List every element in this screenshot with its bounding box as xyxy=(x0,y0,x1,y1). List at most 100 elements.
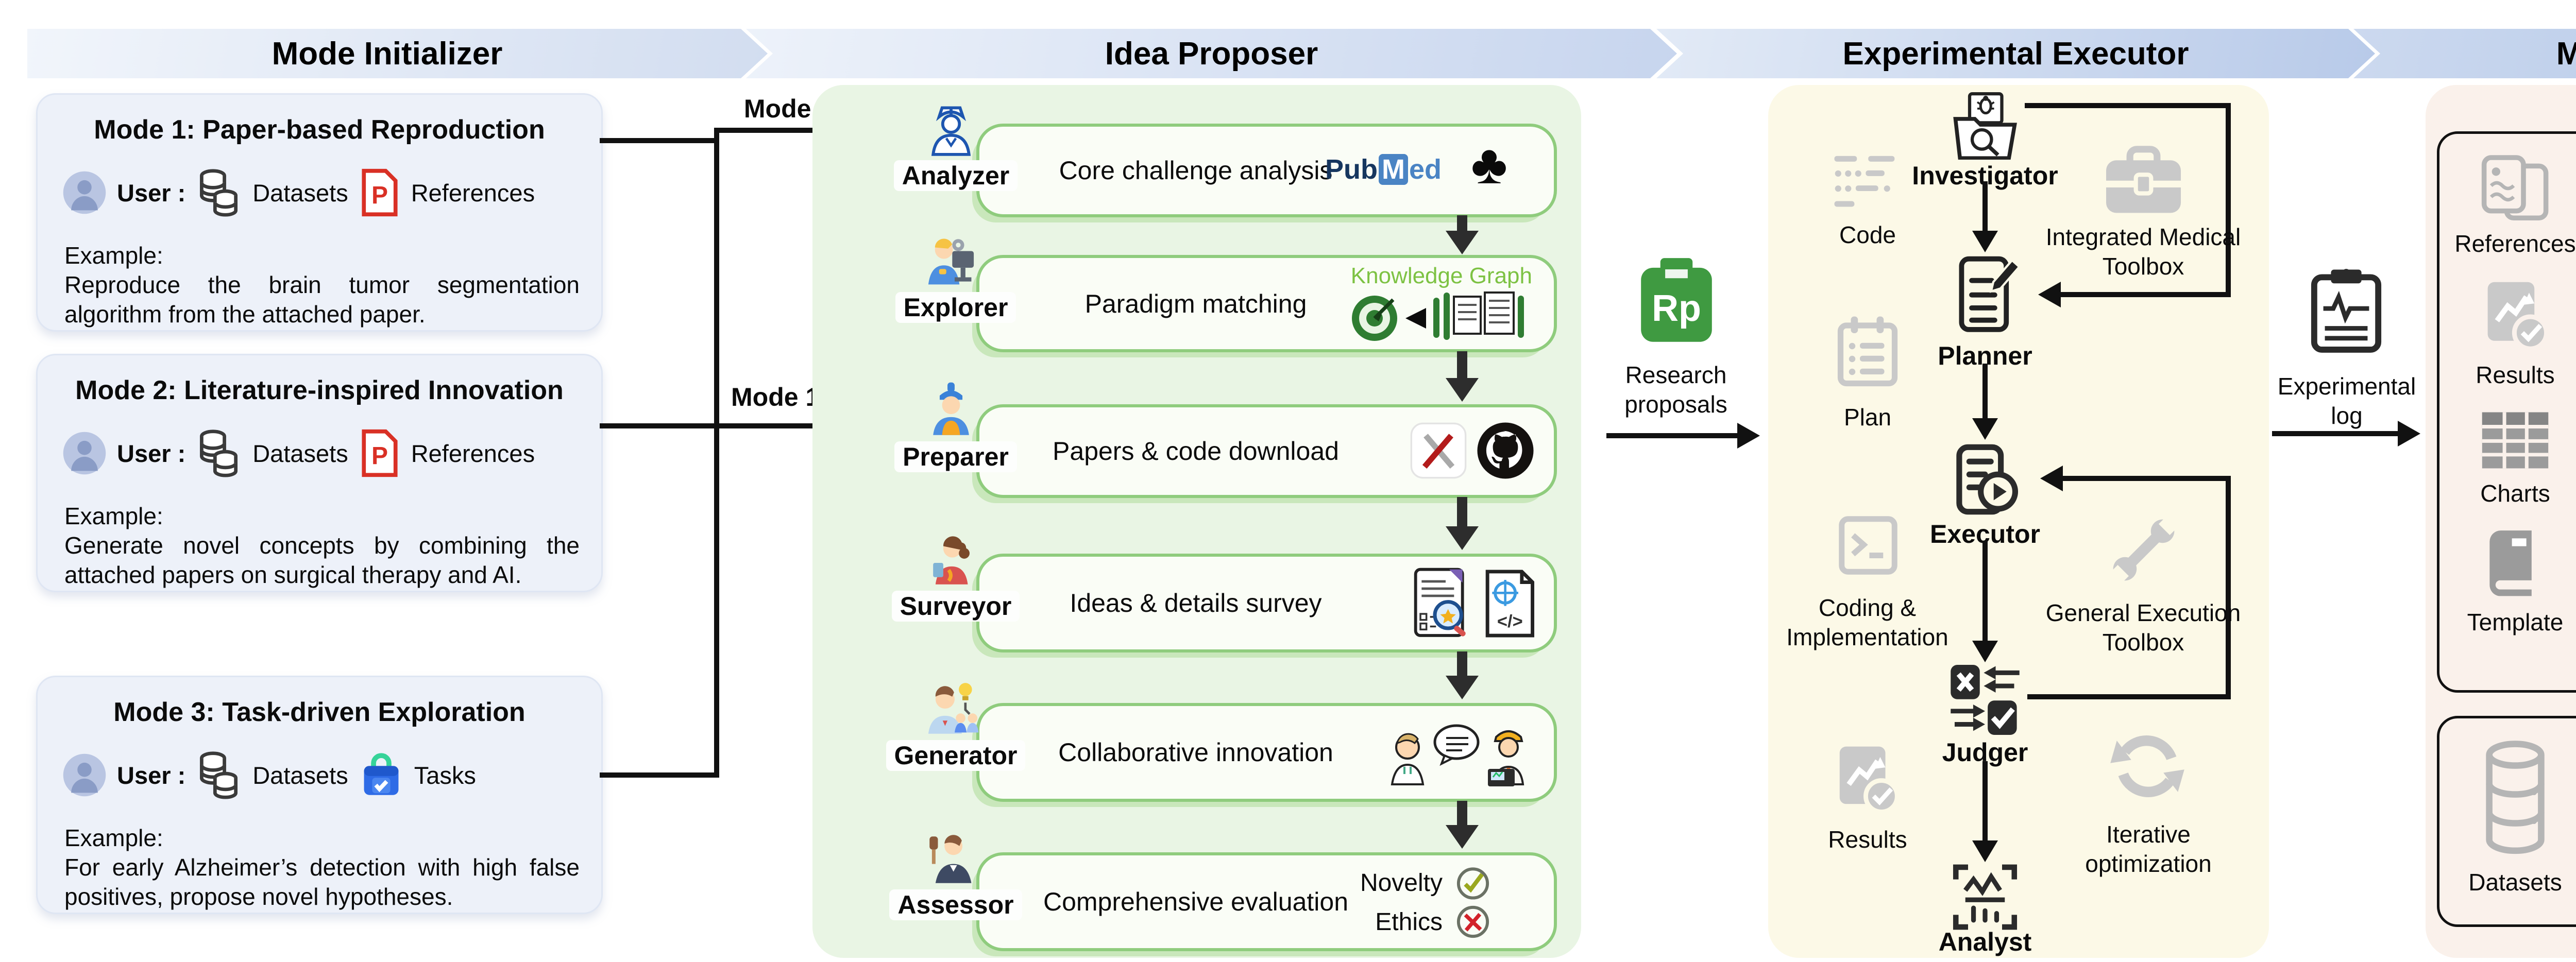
collaboration-icons xyxy=(1391,724,1524,786)
datasets-box xyxy=(2437,716,2576,927)
stage-banner-manuscript-composer: Manuscript Composer xyxy=(2353,29,2576,78)
example-label: Example: xyxy=(64,824,163,851)
stage-banner-experimental-executor: Experimental Executor xyxy=(1656,29,2375,78)
assets-box xyxy=(2437,131,2576,693)
datasets-gray-icon xyxy=(2486,741,2545,854)
flow-arrow xyxy=(1457,497,1467,529)
blueprint-code-doc-icon: </> xyxy=(1485,570,1534,638)
user-label: User : xyxy=(117,439,186,467)
research-proposals-arrow-head xyxy=(1737,423,1760,449)
experimental-log-label: Experimental log xyxy=(2277,373,2416,429)
user-avatar-icon xyxy=(63,753,106,797)
pill-papers-code-download: Papers & code download xyxy=(976,404,1557,498)
judger-loop-v xyxy=(2226,476,2231,699)
arrow-head xyxy=(1972,231,1998,252)
charts-asset-label: Charts xyxy=(2480,480,2550,507)
research-proposals-label: Research proposals xyxy=(1624,362,1727,418)
novelty-check-row: Novelty xyxy=(1360,864,1492,902)
flow-arrow xyxy=(1457,215,1467,234)
results-asset-label: Results xyxy=(2476,362,2555,388)
github-icon xyxy=(1477,422,1534,479)
knowledge-graph-icon xyxy=(1352,291,1524,341)
datasets-icon xyxy=(200,751,238,799)
toolbox-planner-shaft xyxy=(2060,292,2231,297)
results-asset-icon xyxy=(2487,282,2549,351)
mode3-example: Example: For early Alzheimer’s detection… xyxy=(64,823,580,912)
ethics-label: Ethics xyxy=(1375,908,1443,936)
novelty-check-icon xyxy=(1456,867,1489,900)
example-text: For early Alzheimer’s detection with hig… xyxy=(64,854,580,910)
judger-analyst-arrow xyxy=(1982,761,1988,844)
agent-analyzer-label: Analyzer xyxy=(871,160,1041,191)
toolbox-planner-head xyxy=(2038,282,2061,307)
code-artifact-label: Code xyxy=(1839,221,1896,248)
mode3-user-row: User : Datasets Tasks xyxy=(62,750,586,800)
example-label: Example: xyxy=(64,503,163,529)
knowledge-graph-label: Knowledge Graph xyxy=(1350,263,1532,288)
pill-ideas-details-survey: Ideas & details survey </> xyxy=(976,554,1557,652)
user-avatar-icon xyxy=(63,432,106,475)
experimental-log-icon xyxy=(2311,269,2382,353)
mode2-user-row: User : Datasets P References xyxy=(62,428,586,478)
arxiv-icon xyxy=(1410,422,1467,479)
code-artifact-icon xyxy=(1834,156,1895,207)
mode3-card: Mode 3: Task-driven Exploration User : D… xyxy=(36,676,603,914)
mode1-connector xyxy=(600,138,718,143)
mode2-connector xyxy=(600,423,852,428)
task-label: Core challenge analysis xyxy=(1059,156,1333,185)
agent-surveyor-label: Surveyor xyxy=(871,591,1041,622)
stage-banner-idea-proposer: Idea Proposer xyxy=(746,29,1677,78)
novelty-label: Novelty xyxy=(1360,869,1443,897)
stage-title: Manuscript Composer xyxy=(2556,36,2576,72)
task-label: Paradigm matching xyxy=(1084,289,1307,318)
general-toolbox-label: General Execution Toolbox xyxy=(2045,599,2241,656)
wrench-icon xyxy=(2110,517,2177,583)
references-icon: P xyxy=(362,168,398,217)
flow-arrow-head xyxy=(1446,526,1479,550)
pill-collaborative-innovation: Collaborative innovation xyxy=(976,703,1557,802)
mode1-user-row: User : Datasets P References xyxy=(62,168,586,217)
mode2-example: Example: Generate novel concepts by comb… xyxy=(64,502,580,590)
planner-executor-arrow xyxy=(1982,364,1988,421)
idea-proposer-panel xyxy=(812,85,1581,958)
svg-text:P: P xyxy=(371,182,388,209)
datasets-label: Datasets xyxy=(252,179,348,207)
mode1-title: Mode 1: Paper-based Reproduction xyxy=(94,115,545,145)
references-label: References xyxy=(411,439,535,467)
flow-arrow xyxy=(1457,651,1467,677)
flow-arrow-head xyxy=(1446,378,1479,402)
svg-text:</>: </> xyxy=(1497,612,1523,631)
judger-loop-h xyxy=(2027,694,2231,699)
experimental-log-arrow xyxy=(2272,431,2400,436)
svg-text:P: P xyxy=(371,442,388,470)
investigator-planner-arrow xyxy=(1982,181,1988,234)
mode3-connector xyxy=(600,772,718,778)
research-proposals-icon: Rp xyxy=(1641,258,1712,342)
arrow-head xyxy=(1972,840,1998,862)
flow-arrow-head xyxy=(1446,231,1479,254)
user-label: User : xyxy=(117,179,186,207)
datasets-label: Datasets xyxy=(252,761,348,789)
pill-paradigm-matching: Paradigm matching Knowledge Graph xyxy=(976,255,1557,352)
flow-arrow xyxy=(1457,801,1467,828)
template-asset-label: Template xyxy=(2467,609,2564,635)
mode2-card: Mode 2: Literature-inspired Innovation U… xyxy=(36,354,603,592)
agent-surveyor-icon xyxy=(933,536,970,585)
medical-toolbox-icon xyxy=(2106,146,2181,213)
stage-title: Mode Initializer xyxy=(272,36,503,72)
manuscript-composer-panel xyxy=(2426,85,2576,958)
ethics-cross-row: Ethics xyxy=(1375,903,1492,941)
stage-banner-mode-initializer: Mode Initializer xyxy=(27,29,768,78)
charts-asset-icon xyxy=(2482,412,2549,469)
pill-comprehensive-evaluation: Comprehensive evaluation Novelty Ethics xyxy=(976,852,1557,951)
example-label: Example: xyxy=(64,242,163,269)
task-label: Ideas & details survey xyxy=(1070,589,1322,617)
tasks-icon xyxy=(364,753,399,795)
agent-generator-label: Generator xyxy=(871,740,1041,771)
agent-analyzer-icon xyxy=(931,106,971,156)
flow-arrow-head xyxy=(1446,676,1479,699)
agent-preparer-label: Preparer xyxy=(871,441,1041,472)
